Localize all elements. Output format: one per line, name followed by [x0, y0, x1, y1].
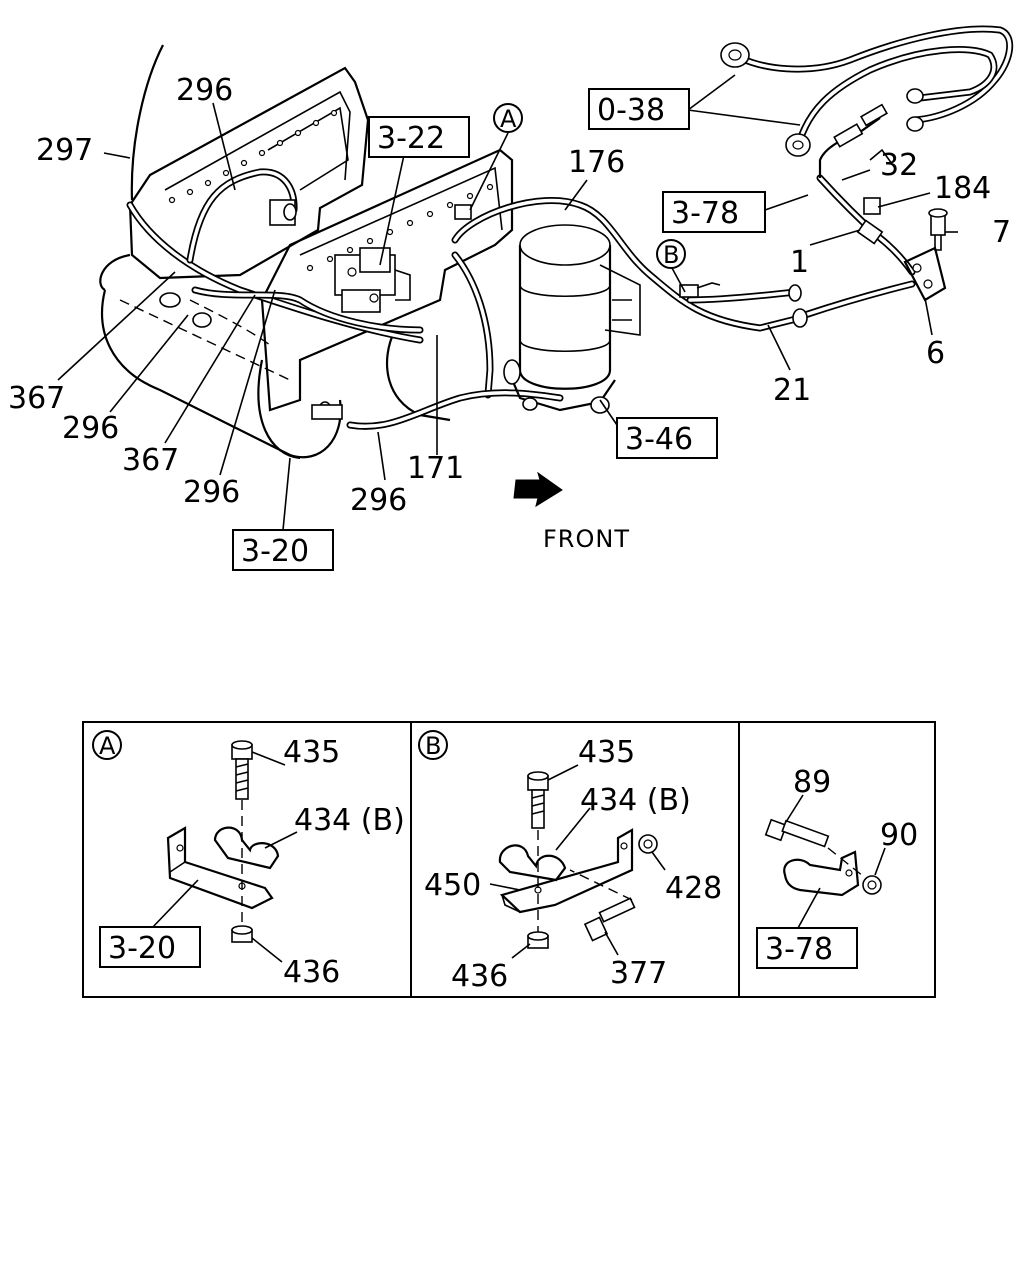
callout-171: 171: [407, 451, 464, 486]
front-label: FRONT: [543, 525, 630, 553]
detail-a-ref-box: [99, 926, 201, 968]
detail-a-marker-circle: [92, 730, 122, 760]
oil-pipe-assembly: [720, 25, 1014, 178]
brake-pipes: [126, 168, 916, 430]
detail-a-callout-435: 435: [283, 735, 340, 770]
ref-0-38[interactable]: 0-38: [597, 93, 665, 128]
detail-b: B: [418, 730, 666, 959]
chassis-frame: [99, 66, 641, 460]
detail-a-callout-434b: 434 (B): [294, 803, 405, 838]
ref-3-46[interactable]: 3-46: [625, 422, 693, 457]
detail-b-callout-434b: 434 (B): [580, 783, 691, 818]
ref-box-3-78: [662, 191, 766, 233]
detail-c: [764, 794, 886, 929]
callout-176: 176: [568, 145, 625, 180]
detail-b-callout-377: 377: [610, 956, 667, 991]
callout-6: 6: [926, 336, 945, 371]
detail-a-marker: A: [99, 732, 116, 760]
detail-a-ref[interactable]: 3-20: [108, 931, 176, 966]
callout-184: 184: [934, 171, 991, 206]
callout-21: 21: [773, 373, 811, 408]
ref-3-78[interactable]: 3-78: [671, 196, 739, 231]
ref-box-0-38: [588, 88, 690, 130]
marker-b-circle: [656, 239, 686, 269]
detail-b-callout-435: 435: [578, 735, 635, 770]
detail-c-ref[interactable]: 3-78: [765, 932, 833, 967]
detail-c-callout-90: 90: [880, 818, 918, 853]
ref-box-3-46: [616, 417, 718, 459]
marker-a-circle: [493, 103, 523, 133]
ref-box-3-22: [368, 116, 470, 158]
detail-b-callout-450: 450: [424, 868, 481, 903]
detail-b-marker-circle: [418, 730, 448, 760]
detail-a: A: [92, 730, 298, 963]
callout-367-mid: 367: [122, 443, 179, 478]
harness-wire: [130, 44, 164, 201]
detail-c-callout-89: 89: [793, 765, 831, 800]
detail-a-callout-436: 436: [283, 955, 340, 990]
marker-a: A: [500, 105, 517, 133]
detail-b-marker: B: [425, 732, 442, 760]
ref-box-3-20: [232, 529, 334, 571]
detail-c-ref-box: [756, 927, 858, 969]
ref-3-22[interactable]: 3-22: [377, 121, 445, 156]
callout-7: 7: [992, 215, 1011, 250]
callout-1: 1: [790, 245, 809, 280]
callout-296-top: 296: [176, 73, 233, 108]
ref-3-20[interactable]: 3-20: [241, 534, 309, 569]
callout-296-bottom: 296: [350, 483, 407, 518]
callout-296-mid: 296: [183, 475, 240, 510]
pipe-fittings: [788, 197, 948, 328]
leader-lines: [57, 74, 958, 531]
callout-297: 297: [36, 133, 93, 168]
relay-valve: [334, 247, 411, 313]
marker-b: B: [663, 241, 680, 269]
callout-32: 32: [880, 148, 918, 183]
frame-holes: [168, 109, 494, 272]
callout-367-left: 367: [8, 381, 65, 416]
detail-b-callout-428: 428: [665, 871, 722, 906]
clip-brackets: [269, 199, 721, 420]
detail-frame: [82, 721, 936, 998]
callout-296-left: 296: [62, 411, 119, 446]
front-arrow-icon: [513, 471, 563, 508]
detail-b-callout-436: 436: [451, 959, 508, 994]
air-dryer: [503, 224, 616, 414]
